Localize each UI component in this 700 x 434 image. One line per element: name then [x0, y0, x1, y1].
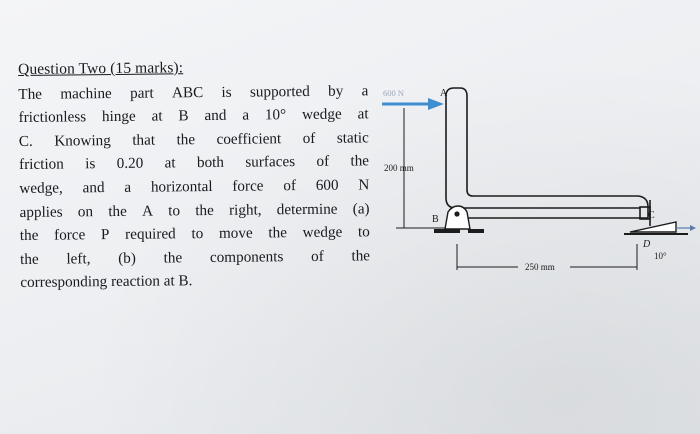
label-a: A: [440, 88, 448, 99]
height-dimension-label: 200 mm: [384, 163, 414, 173]
part-abc: [445, 87, 651, 226]
label-b: B: [432, 214, 439, 225]
width-dimension: [456, 244, 638, 270]
wedge: [624, 221, 696, 235]
force-arrow: [382, 98, 444, 110]
width-dimension-label: 250 mm: [525, 262, 555, 272]
label-d: D: [642, 239, 651, 250]
height-dimension: [396, 108, 446, 229]
force-label: 600 N: [383, 88, 404, 98]
hinge-support-b: [434, 205, 484, 233]
label-c: C: [648, 210, 655, 221]
wedge-angle-label: 10°: [654, 251, 667, 261]
